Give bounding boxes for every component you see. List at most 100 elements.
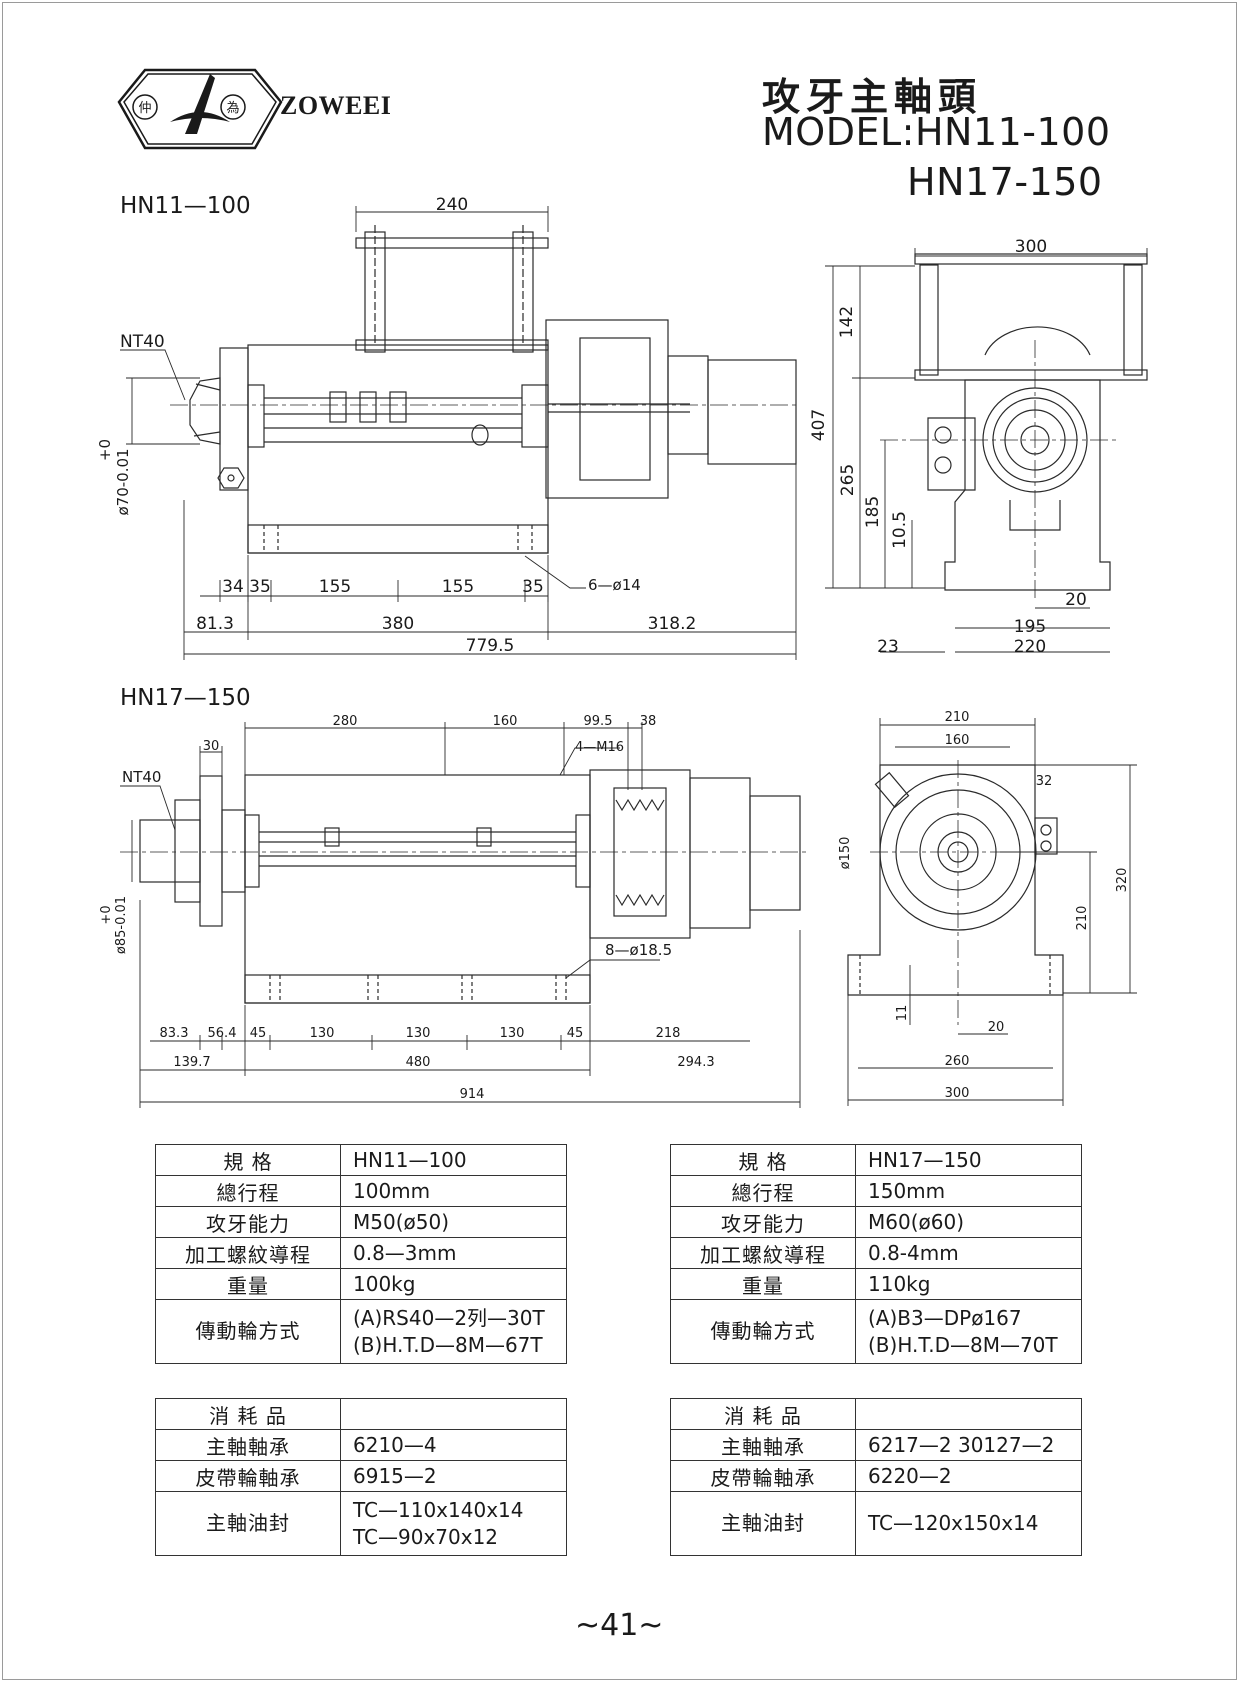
hn17-dim-30: 30: [203, 739, 220, 754]
spec-key: 主軸油封: [670, 1491, 856, 1556]
spec-key: 主軸軸承: [155, 1429, 341, 1461]
spec-value-line: (B)H.T.D—8M—70T: [868, 1332, 1058, 1357]
hn17-nt40-label: NT40: [122, 768, 161, 786]
spec-key: 傳動輪方式: [670, 1299, 856, 1364]
spec-value: [340, 1398, 567, 1430]
brand-logo: 仲 為: [115, 62, 375, 158]
hn11-nt40-label: NT40: [120, 332, 165, 352]
spec-key: 攻牙能力: [670, 1206, 856, 1238]
hn17-front-dims: [120, 722, 801, 1108]
spec-key: 攻牙能力: [155, 1206, 341, 1238]
hn11-side-view: [880, 253, 1148, 600]
brand-name: ZOWEEI: [280, 91, 392, 120]
spec-value-line: (A)RS40—2列—30T: [353, 1305, 545, 1330]
spec-value: 6217—2 30127—2: [855, 1429, 1082, 1461]
hn17-side-300: 300: [945, 1086, 970, 1101]
hn11-dim-155b: 155: [442, 577, 474, 597]
hn17-side-320: 320: [1115, 868, 1130, 893]
logo-char-right: 為: [226, 100, 239, 116]
hn17-dim-564: 56.4: [208, 1026, 237, 1041]
hn17-holes-label: 8—ø18.5: [605, 941, 672, 959]
spec-key: 加工螺紋導程: [670, 1237, 856, 1269]
hn11-bore-tol: +0: [96, 439, 114, 461]
spec-key: 重量: [670, 1268, 856, 1300]
spec-key: 消 耗 品: [155, 1398, 341, 1430]
hn17-dim-45a: 45: [250, 1026, 267, 1041]
spec-key: 主軸軸承: [670, 1429, 856, 1461]
hn17-side-dims: [847, 718, 1137, 1106]
hn11-side-185: 185: [863, 496, 883, 528]
hn17-side-20: 20: [988, 1020, 1005, 1035]
hn11-dim-total: 779.5: [466, 636, 515, 656]
hn17-tap-label: 4—M16: [575, 740, 624, 755]
hn17-dim-130c: 130: [500, 1026, 525, 1041]
spec-value: HN11—100: [340, 1144, 567, 1176]
spec-key: 主軸油封: [155, 1491, 341, 1556]
spec-value-line: TC—90x70x12: [353, 1524, 499, 1549]
spec-value: 100kg: [340, 1268, 567, 1300]
spec-value: [855, 1398, 1082, 1430]
hn11-side-220: 220: [1014, 637, 1046, 657]
hn11-side-407: 407: [809, 409, 829, 441]
hn11-dim-81: 81.3: [196, 614, 234, 634]
hn17-dim-480: 480: [406, 1055, 431, 1070]
hn17-side-210b: 210: [1075, 906, 1090, 931]
spec-key: 總行程: [670, 1175, 856, 1207]
hn11-side-300: 300: [1015, 237, 1047, 257]
spec-value: 6220—2: [855, 1460, 1082, 1492]
spec-value: (A)B3—DPø167(B)H.T.D—8M—70T: [855, 1299, 1082, 1364]
spec-key: 加工螺紋導程: [155, 1237, 341, 1269]
spec-value-line: (B)H.T.D—8M—67T: [353, 1332, 543, 1357]
hn17-side-11: 11: [895, 1005, 910, 1022]
hn11-dim-35a: 35: [249, 577, 271, 597]
spec-value: TC—120x150x14: [855, 1491, 1082, 1556]
hn11-front-view: [170, 225, 800, 554]
spec-value-line: (A)B3—DPø167: [868, 1305, 1022, 1330]
table-row: 消 耗 品: [155, 1398, 567, 1430]
spec-key: 規 格: [155, 1144, 341, 1176]
page-number: ~41~: [575, 1608, 664, 1643]
hn17-dim-995: 99.5: [584, 714, 613, 729]
table-row: 消 耗 品: [670, 1398, 1082, 1430]
drawing2-label: HN17—150: [120, 685, 251, 711]
model-title-2: HN17-150: [907, 160, 1103, 204]
hn11-front-dims: [120, 206, 797, 660]
hn17-dim-1397: 139.7: [173, 1055, 210, 1070]
hn11-side-20: 20: [1065, 590, 1087, 610]
model-title-1: MODEL:HN11-100: [762, 110, 1111, 154]
technical-drawings: NT40 240 +0 ø70-0.01 6—ø14 34 35 155 155…: [96, 195, 1148, 1108]
hn17-side-260: 260: [945, 1054, 970, 1069]
hn17-dim-280: 280: [333, 714, 358, 729]
logo-char-left: 仲: [138, 101, 151, 116]
spec-value: 100mm: [340, 1175, 567, 1207]
spec-key: 皮帶輪軸承: [670, 1460, 856, 1492]
spec-key: 重量: [155, 1268, 341, 1300]
hn17-dim-130a: 130: [310, 1026, 335, 1041]
hn11-side-265: 265: [838, 464, 858, 496]
hn17-side-32: 32: [1036, 774, 1053, 789]
table-row: 傳動輪方式(A)B3—DPø167(B)H.T.D—8M—70T: [670, 1299, 1082, 1364]
hn17-dia-150: ø150: [838, 837, 853, 870]
hn11-dim-34: 34: [222, 577, 244, 597]
hn17-dim-2943: 294.3: [677, 1055, 714, 1070]
hn17-bore-dim: ø85-0.01: [114, 896, 129, 954]
spec-value: 0.8-4mm: [855, 1237, 1082, 1269]
hn11-dim-240: 240: [436, 195, 468, 215]
hn17-dim-45b: 45: [567, 1026, 584, 1041]
spec-key: 總行程: [155, 1175, 341, 1207]
table-row: 傳動輪方式(A)RS40—2列—30T(B)H.T.D—8M—67T: [155, 1299, 567, 1364]
